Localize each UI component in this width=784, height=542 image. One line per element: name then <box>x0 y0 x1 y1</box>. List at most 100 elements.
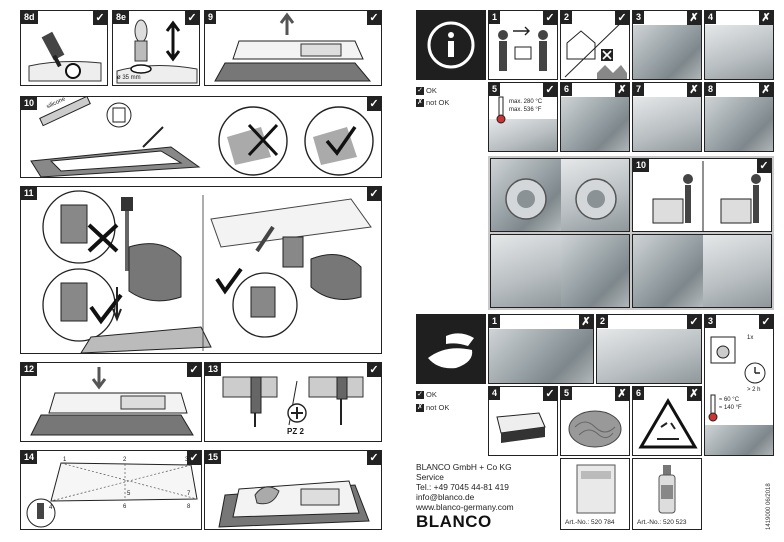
step-10-panel: 10 ✓ silicone <box>20 96 382 178</box>
photo <box>633 235 703 307</box>
care-panel-1: 1 ✓ <box>488 10 558 80</box>
thermometer-icon <box>496 96 506 124</box>
care-panel-4: 4 ✗ <box>704 10 774 80</box>
photo <box>489 119 557 151</box>
care-panel-10: 10 ✓ <box>632 158 772 232</box>
ok-check-icon: ✓ <box>367 451 381 465</box>
silicone-application-illustration <box>30 97 374 177</box>
clean-panel-6: 6 ✗ <box>632 386 702 456</box>
photo <box>705 25 773 79</box>
not-ok-cross-icon: ✗ <box>579 315 593 329</box>
ok-check-icon: ✓ <box>367 11 381 25</box>
cross-icon: ✗ <box>416 403 424 412</box>
screwdriver-size-label: PZ 2 <box>287 427 304 436</box>
duration-label: > 2 h <box>747 387 761 393</box>
care-panel-6: 6 ✗ <box>560 82 630 152</box>
sequence-point: 7 <box>187 491 191 497</box>
not-ok-cross-icon: ✗ <box>759 83 773 97</box>
house-illustration <box>564 16 628 79</box>
ok-check-icon: ✓ <box>187 363 201 377</box>
sequence-point: 1 <box>63 457 67 463</box>
step-number: 15 <box>205 451 222 464</box>
care-panel-7: 7 ✗ <box>632 82 702 152</box>
info-tile <box>416 10 486 80</box>
handover-illustration <box>498 26 548 71</box>
cleaner-box-icon <box>576 464 616 514</box>
ok-check-icon: ✓ <box>367 363 381 377</box>
blanco-logo: BLANCO <box>416 512 492 531</box>
product-box-2: Art.-No.: 520 523 <box>632 458 702 530</box>
not-ok-cross-icon: ✗ <box>687 387 701 401</box>
article-number: Art.-No.: 520 523 <box>637 519 687 526</box>
step-12-panel: 12 ✓ <box>20 362 202 442</box>
step-8e-panel: 8e ✓ ø 35 mm <box>112 10 200 86</box>
check-icon: ✓ <box>416 390 424 399</box>
not-ok-cross-icon: ✗ <box>615 83 629 97</box>
check-icon: ✓ <box>416 86 424 95</box>
ok-check-icon: ✓ <box>367 187 381 201</box>
photo <box>703 235 771 307</box>
photo <box>633 25 701 79</box>
sequence-point: 3 <box>185 457 189 463</box>
ok-check-icon: ✓ <box>757 159 771 173</box>
clean-panel-1: 1 ✗ <box>488 314 594 384</box>
wipe-hand-icon <box>428 333 474 369</box>
ok-check-icon: ✓ <box>759 315 773 329</box>
step-13-panel: 13 ✓ PZ 2 <box>204 362 382 442</box>
diameter-label: ø 35 mm <box>117 75 141 81</box>
step-11-panel: 11 ✓ <box>20 186 382 354</box>
contact-block: BLANCO GmbH + Co KG Service Tel.: +49 70… <box>416 462 514 512</box>
ok-check-icon: ✓ <box>543 11 557 25</box>
legend-not-ok: ✗ not OK <box>416 98 450 107</box>
photo <box>633 97 701 151</box>
company-name: BLANCO GmbH + Co KG <box>416 462 512 472</box>
ok-check-icon: ✓ <box>93 11 107 25</box>
ok-check-icon: ✓ <box>543 387 557 401</box>
corrosive-warning-icon <box>638 398 698 449</box>
punch-tool-illustration <box>116 19 198 84</box>
step-number: 13 <box>205 363 222 376</box>
sink-place-illustration <box>30 367 194 436</box>
final-clean-illustration <box>218 480 370 528</box>
photo <box>491 235 561 307</box>
care-panel-9: 9 ✓ <box>490 158 630 232</box>
repeat-label: 1x <box>747 335 754 341</box>
soak-timer-illustration <box>708 336 766 422</box>
clip-mounting-illustration <box>42 190 372 353</box>
not-ok-cross-icon: ✗ <box>687 83 701 97</box>
step-8d-panel: 8d ✓ <box>20 10 108 86</box>
sequence-point: 4 <box>49 505 53 511</box>
step-number: 11 <box>21 187 37 200</box>
step-number: 12 <box>21 363 38 376</box>
step-number: 9 <box>205 11 217 24</box>
clean-panel-2: 2 ✓ <box>596 314 702 384</box>
photo <box>489 329 593 383</box>
sequence-point: 8 <box>187 504 191 510</box>
screw-tighten-illustration <box>222 376 364 427</box>
photo <box>561 235 629 307</box>
sequence-point: 2 <box>123 457 127 463</box>
ok-check-icon: ✓ <box>543 83 557 97</box>
ok-check-icon: ✓ <box>615 11 629 25</box>
clean-panel-4: 4 ✓ <box>488 386 558 456</box>
photo <box>705 425 773 455</box>
step-number: 8d <box>21 11 38 24</box>
photo <box>561 97 629 151</box>
clean-panel-3: 3 ✓ 1x > 2 h ≈ 60 °C ≈ 140 °F <box>704 314 774 456</box>
legend-ok: ✓ OK <box>416 86 437 95</box>
tightening-sequence-illustration <box>26 462 198 528</box>
step-14-panel: 14 ✓ 1 2 3 4 5 6 7 8 <box>20 450 202 530</box>
legend-not-ok: ✗ not OK <box>416 403 450 412</box>
not-ok-cross-icon: ✗ <box>615 387 629 401</box>
sink-lift-illustration <box>214 12 372 82</box>
care-panel-5: 5 ✓ max. 280 °C max. 536 °F <box>488 82 558 152</box>
not-ok-cross-icon: ✗ <box>687 11 701 25</box>
product-box-1: Art.-No.: 520 784 <box>560 458 630 530</box>
step-15-panel: 15 ✓ <box>204 450 382 530</box>
ok-check-icon: ✓ <box>687 315 701 329</box>
cross-icon: ✗ <box>416 98 424 107</box>
temp-celsius-label: ≈ 60 °C <box>719 397 740 403</box>
info-icon <box>427 21 475 69</box>
step-number: 10 <box>21 97 38 110</box>
legend-ok: ✓ OK <box>416 390 437 399</box>
